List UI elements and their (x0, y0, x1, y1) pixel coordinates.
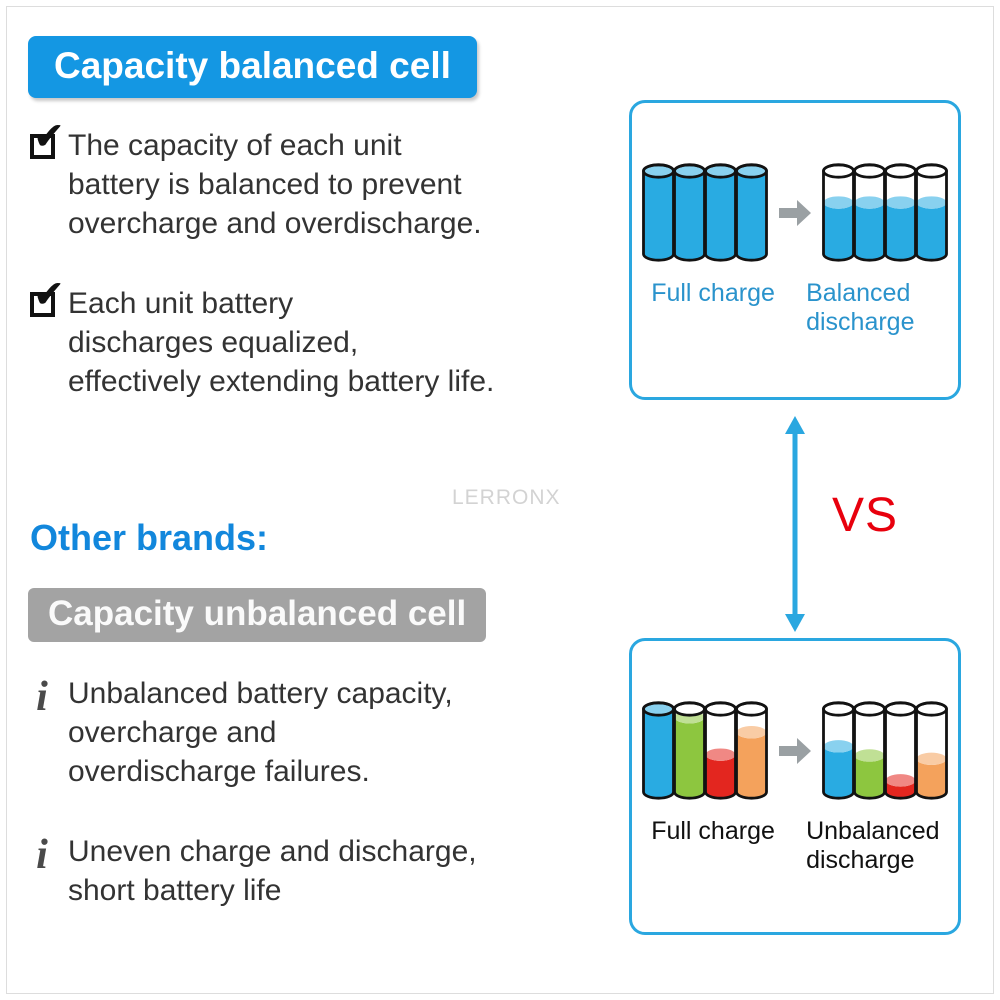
full-charge-label: Full charge (651, 817, 775, 845)
bullet-text: Each unit battery discharges equalized, … (68, 287, 495, 398)
battery-cell-icon (915, 701, 948, 800)
full-charge-batteries (640, 699, 770, 803)
checkbox-checked-icon (30, 118, 65, 159)
bullet-text: Uneven charge and discharge, short batte… (68, 835, 477, 907)
battery-cell-icon (673, 701, 706, 800)
bullet-item: The capacity of each unit battery is bal… (28, 118, 648, 243)
unbalanced-discharge-batteries (820, 699, 950, 803)
watermark: LERRONX (452, 486, 561, 509)
double-arrow-vertical-icon (785, 416, 805, 632)
battery-cell-icon (735, 701, 768, 800)
arrow-right-icon (779, 200, 811, 226)
battery-cell-icon (735, 163, 768, 262)
balanced-battery-row (640, 161, 950, 265)
vs-label: VS (832, 489, 899, 542)
balanced-banner: Capacity balanced cell (28, 36, 477, 98)
battery-cell-icon (884, 163, 917, 262)
bullet-item: i Unbalanced battery capacity, overcharge… (28, 674, 648, 791)
checkbox-checked-icon (30, 276, 65, 317)
other-brands-heading: Other brands: (30, 517, 269, 558)
unbalanced-panel: Full charge Unbalanced discharge (629, 638, 961, 935)
bullet-item: i Uneven charge and discharge, short batt… (28, 832, 648, 910)
info-icon: i (36, 674, 48, 720)
battery-cell-icon (704, 163, 737, 262)
balanced-bullet-list: The capacity of each unit battery is bal… (28, 118, 648, 442)
bullet-item: Each unit battery discharges equalized, … (28, 276, 648, 401)
balanced-discharge-label: Balanced discharge (806, 279, 915, 336)
unbalanced-battery-row (640, 699, 950, 803)
full-charge-label: Full charge (651, 279, 775, 307)
arrow-right-icon (779, 738, 811, 764)
balanced-panel-labels: Full charge Balanced discharge (632, 279, 958, 337)
unbalanced-panel-labels: Full charge Unbalanced discharge (632, 817, 958, 875)
unbalanced-bullet-list: i Unbalanced battery capacity, overcharge… (28, 674, 648, 951)
battery-cell-icon (915, 163, 948, 262)
battery-cell-icon (884, 701, 917, 800)
unbalanced-banner: Capacity unbalanced cell (28, 588, 487, 642)
full-charge-batteries (640, 161, 770, 265)
unbalanced-discharge-label: Unbalanced discharge (806, 817, 940, 874)
battery-cell-icon (642, 163, 675, 262)
battery-cell-icon (822, 701, 855, 800)
bullet-text: Unbalanced battery capacity, overcharge … (68, 677, 453, 788)
battery-cell-icon (853, 701, 886, 800)
info-icon: i (36, 832, 48, 878)
balanced-discharge-batteries (820, 161, 950, 265)
balanced-panel: Full charge Balanced discharge (629, 100, 961, 400)
battery-cell-icon (822, 163, 855, 262)
bullet-text: The capacity of each unit battery is bal… (68, 129, 482, 240)
